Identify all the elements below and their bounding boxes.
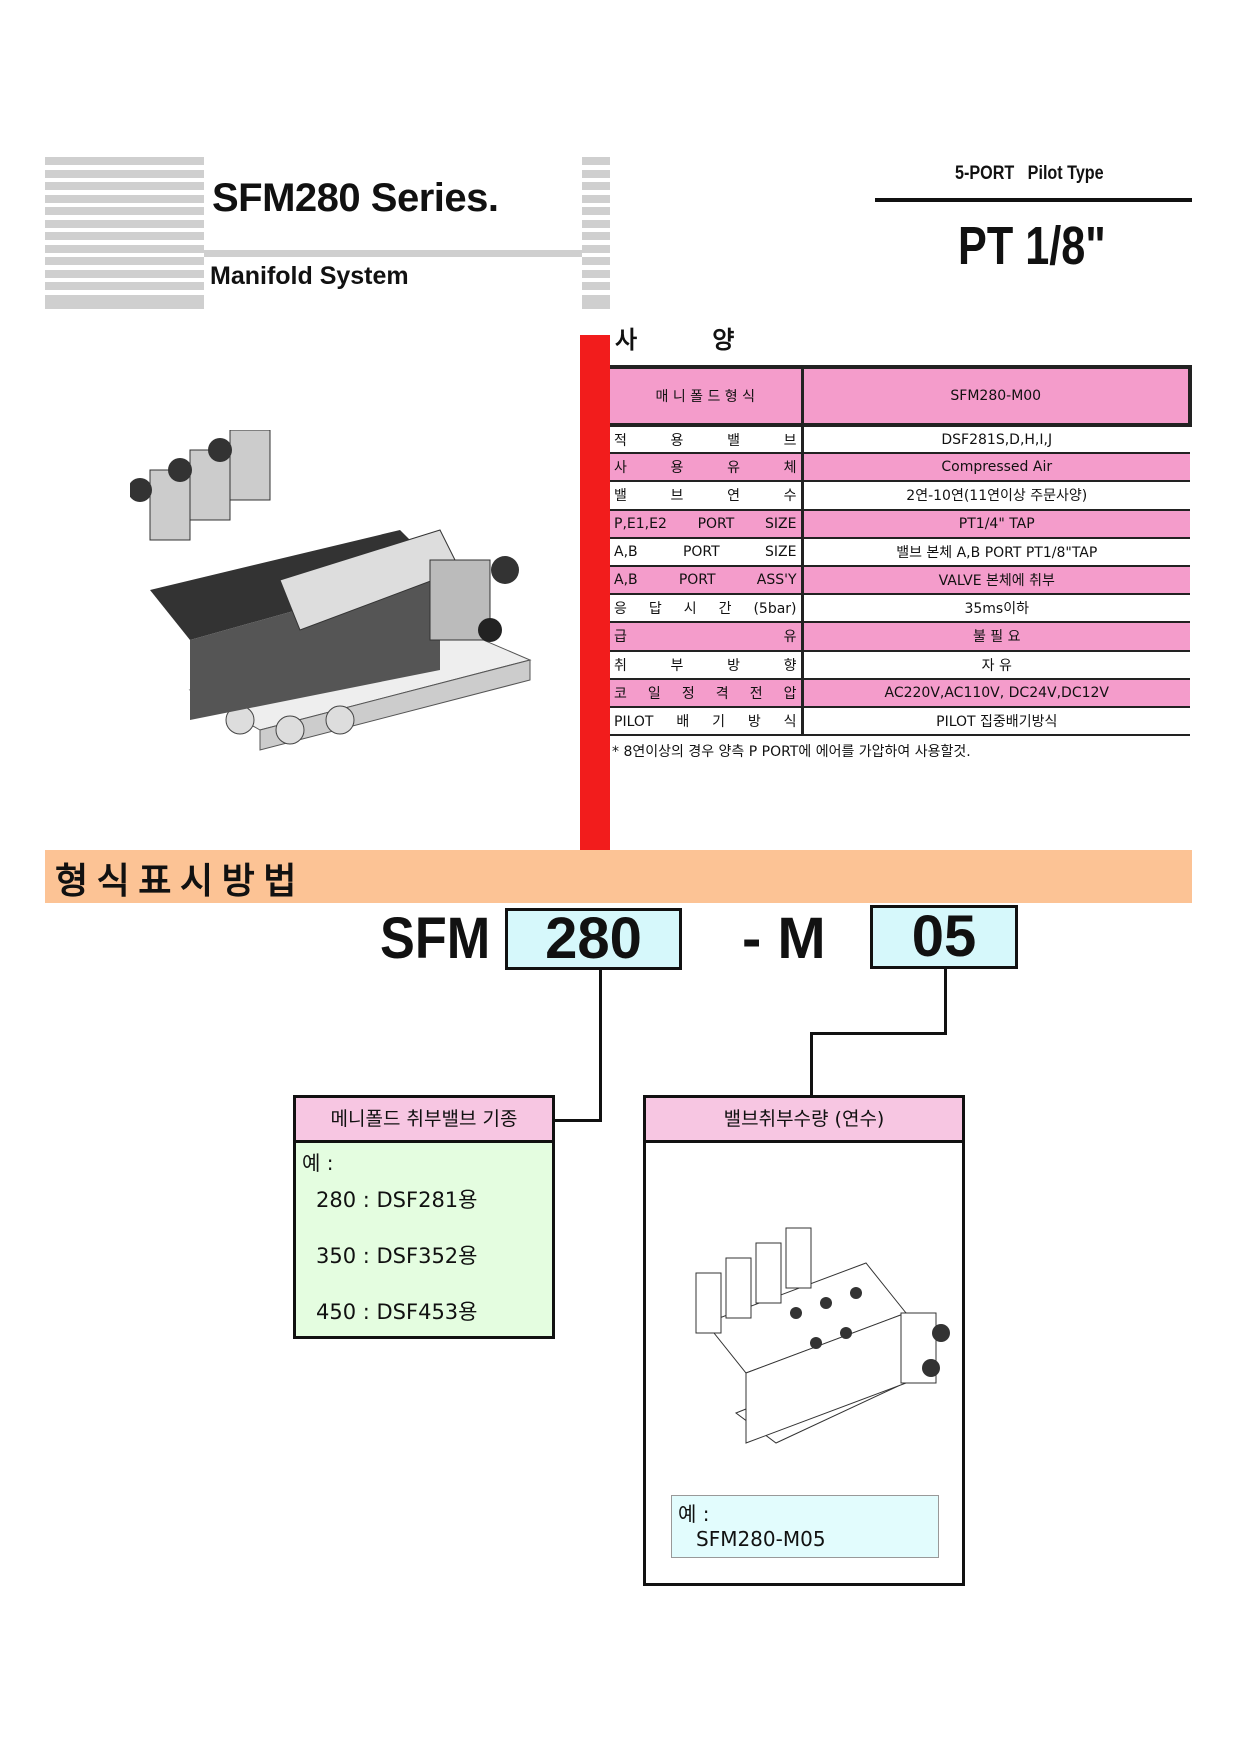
spec-value: 밸브 본체 A,B PORT PT1/8"TAP	[802, 537, 1190, 567]
series-title: SFM280 Series.	[212, 176, 499, 220]
header-stripe	[45, 244, 204, 253]
count-example-label: 예 :	[678, 1502, 710, 1526]
valve-count-box: 밸브취부수량 (연수) 예 : SFM280-M05	[643, 1095, 965, 1586]
header-stripe	[45, 157, 204, 165]
count-code-box: 05	[870, 905, 1018, 969]
spec-title: 사 양	[615, 326, 735, 354]
spec-header-value: SFM280-M00	[802, 365, 1192, 427]
connector-line	[944, 969, 947, 1035]
header-stripe	[582, 282, 610, 290]
spec-value: 35ms이하	[802, 594, 1190, 624]
spec-key: A,B PORT ASS'Y	[610, 565, 804, 596]
spec-key: PILOT 배 기 방 식	[610, 706, 804, 737]
spec-value: 자 유	[802, 650, 1190, 680]
valve-type-example-label: 예 :	[302, 1151, 334, 1175]
model-prefix: SFM	[380, 906, 491, 971]
header-stripe	[582, 182, 610, 190]
section-band	[45, 850, 1192, 903]
header-stripe	[582, 232, 610, 240]
spec-header-row: 매 니 폴 드 형 식 SFM280-M00	[610, 365, 1192, 427]
spec-note: * 8연이상의 경우 양측 P PORT에 에어를 가압하여 사용할것.	[612, 744, 971, 760]
spec-key: A,B PORT SIZE	[610, 537, 804, 567]
subtitle: Manifold System	[210, 262, 409, 290]
valve-type-box: 메니폴드 취부밸브 기종 예 : 280 : DSF281용 350 : DSF3…	[293, 1095, 555, 1339]
series-code-box: 280	[505, 908, 682, 970]
spec-value: PT1/4" TAP	[802, 509, 1190, 539]
model-dash-m: - M	[742, 906, 826, 971]
valve-type-item: 450 : DSF453용	[316, 1300, 478, 1324]
header-stripe	[582, 269, 610, 278]
header-stripe	[45, 294, 204, 309]
spec-value: VALVE 본체에 취부	[802, 565, 1190, 596]
spec-header-key: 매 니 폴 드 형 식	[610, 365, 804, 427]
valve-type-title: 메니폴드 취부밸브 기종	[296, 1098, 552, 1143]
header-stripe	[45, 207, 204, 215]
header-stripe	[45, 194, 204, 203]
spec-value: 불 필 요	[802, 622, 1190, 652]
connector-line	[810, 1032, 813, 1096]
port-size: PT 1/8"	[958, 216, 1106, 276]
header-stripe	[45, 169, 204, 178]
connector-line	[810, 1032, 947, 1035]
connector-line	[553, 1119, 602, 1122]
spec-key: 응 답 시 간 (5bar)	[610, 594, 804, 624]
section-title: 형 식 표 시 방 법	[55, 861, 296, 902]
header-stripe	[582, 257, 610, 265]
header-stripe	[582, 207, 610, 215]
red-accent-bar	[580, 335, 610, 850]
header-stripe	[582, 157, 610, 165]
header-stripe	[582, 294, 610, 309]
port-divider	[875, 198, 1192, 202]
spec-value: DSF281S,D,H,I,J	[802, 425, 1190, 455]
count-example-panel: 예 : SFM280-M05	[671, 1495, 939, 1558]
manifold-small-image	[695, 1227, 950, 1444]
spec-value: Compressed Air	[802, 453, 1190, 483]
spec-key: 코 일 정 격 전 압	[610, 678, 804, 708]
spec-key: 급 유	[610, 622, 804, 652]
header-stripe	[45, 219, 204, 228]
valve-type-item: 280 : DSF281용	[316, 1188, 478, 1212]
port-type: 5-PORT Pilot Type	[955, 163, 1104, 184]
spec-value: PILOT 집중배기방식	[802, 706, 1190, 737]
connector-line	[599, 970, 602, 1122]
header-stripe	[45, 232, 204, 240]
valve-type-list: 280 : DSF281용 350 : DSF352용 450 : DSF453용	[296, 1172, 552, 1340]
spec-value: 2연-10연(11연이상 주문사양)	[802, 481, 1190, 511]
header-stripe	[582, 194, 610, 203]
header-stripe	[582, 169, 610, 178]
spec-value: AC220V,AC110V, DC24V,DC12V	[802, 678, 1190, 708]
valve-count-title: 밸브취부수량 (연수)	[646, 1098, 962, 1143]
spec-row: 응 답 시 간 (5bar)35ms이하	[610, 594, 1190, 624]
spec-key: 밸 브 연 수	[610, 481, 804, 511]
title-divider	[204, 250, 582, 257]
header-stripe	[582, 219, 610, 228]
header-stripe	[45, 257, 204, 265]
header-stripe	[45, 269, 204, 278]
spec-key: 사 용 유 체	[610, 453, 804, 483]
spec-key: P,E1,E2 PORT SIZE	[610, 509, 804, 539]
header-stripe	[45, 182, 204, 190]
spec-key: 취 부 방 향	[610, 650, 804, 680]
manifold-product-image	[130, 430, 532, 751]
spec-key: 적 용 밸 브	[610, 425, 804, 455]
valve-type-item: 350 : DSF352용	[316, 1244, 478, 1268]
header-stripe	[582, 244, 610, 253]
count-example-value: SFM280-M05	[696, 1527, 826, 1551]
header-stripe	[45, 282, 204, 290]
